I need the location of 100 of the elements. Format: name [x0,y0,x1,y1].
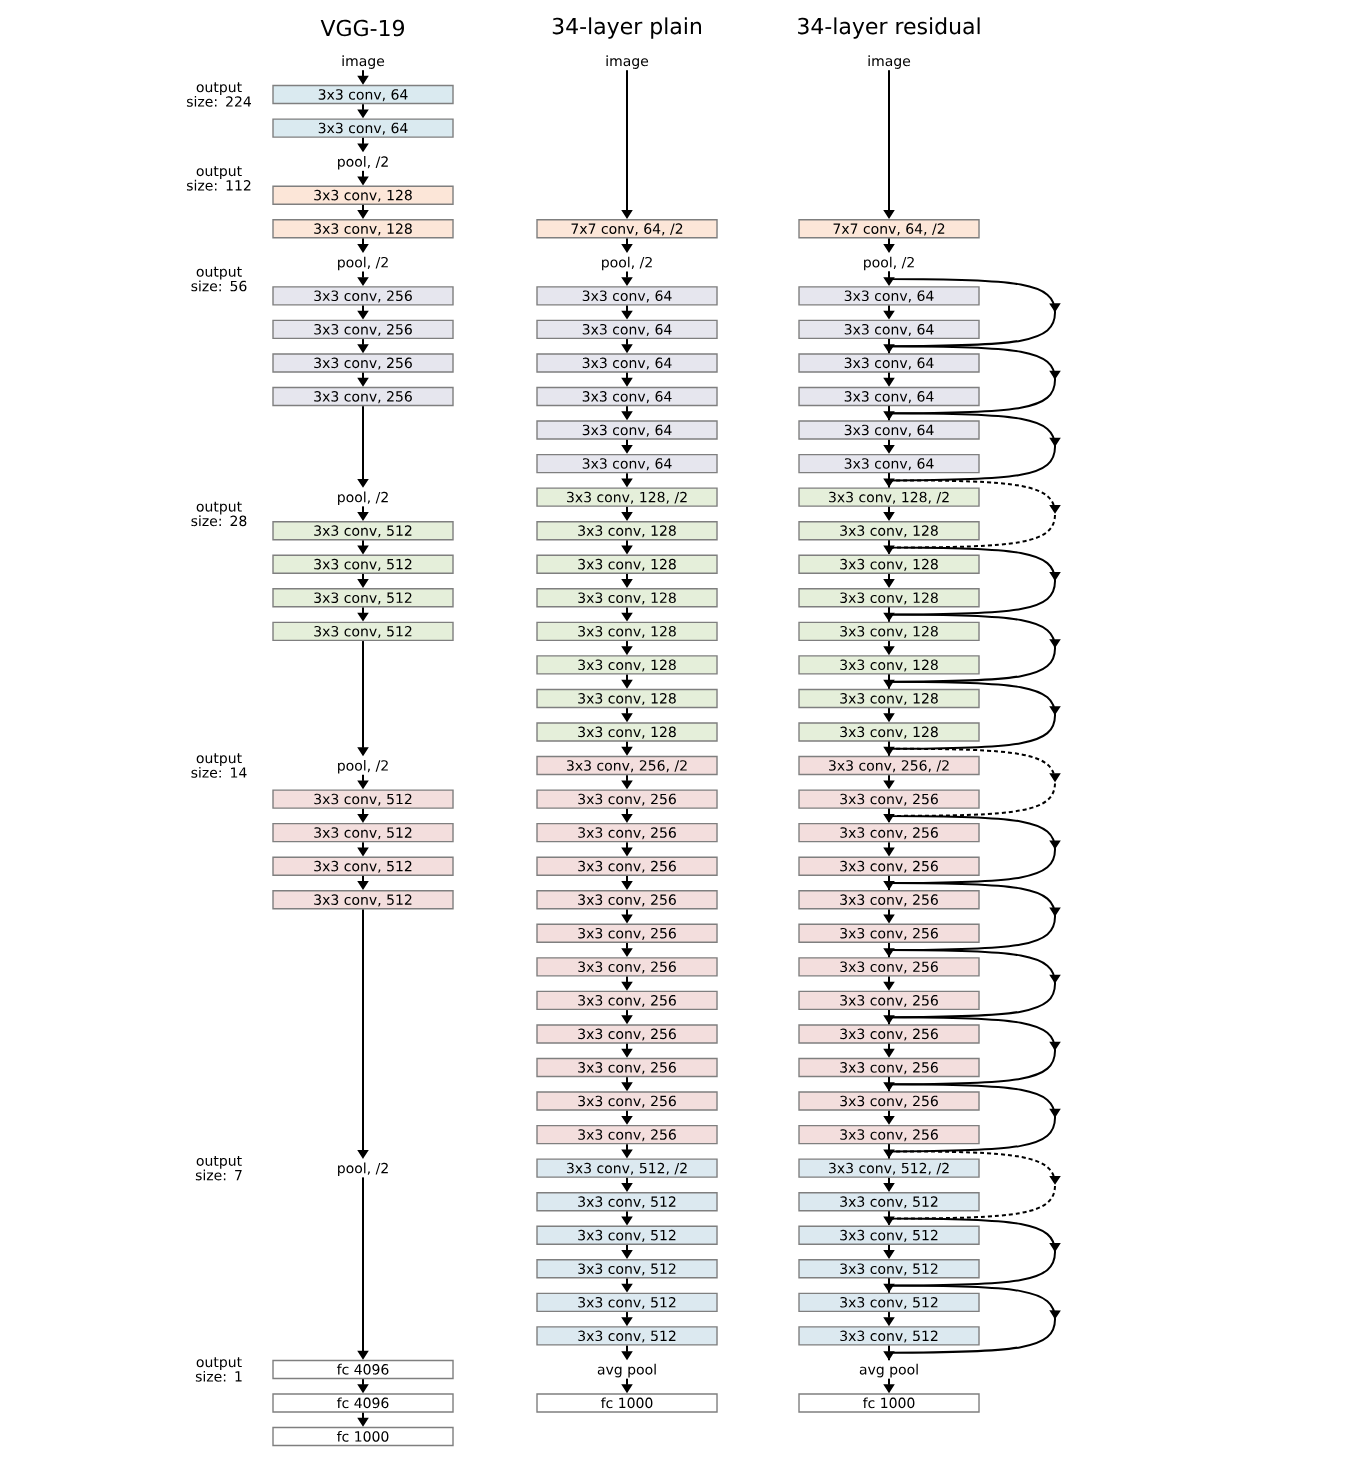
layer-box: 3x3 conv, 256 [798,789,980,809]
shortcut-arrow [888,1076,1061,1160]
layer-box: 3x3 conv, 256 [272,319,454,340]
layer-box: 3x3 conv, 64 [536,286,718,306]
layer-box: 3x3 conv, 128 [798,554,980,574]
size-label: output size: 112 [186,166,251,191]
layer-box: fc 4096 [272,1393,454,1413]
layer-box: 3x3 conv, 512 [798,1292,980,1313]
shortcut-arrow [888,1143,1061,1227]
size-label: output size: 28 [191,501,247,527]
size-label: output size: 1 [195,1357,242,1382]
layer-box: 3x3 conv, 128 [798,655,980,675]
layer-box: 3x3 conv, 256, /2 [798,755,980,776]
layer-box: 7x7 conv, 64, /2 [536,219,718,239]
shortcut-arrow [888,740,1061,824]
layer-box: 3x3 conv, 128 [798,722,980,742]
shortcut-arrow [888,874,1061,959]
layer-box: 3x3 conv, 128 [798,688,980,709]
size-label: output size: 56 [191,266,247,292]
shortcut-arrow [888,270,1061,355]
layer-box: 3x3 conv, 64 [536,386,718,407]
shortcut-arrow [888,1277,1061,1362]
layer-box: 3x3 conv, 256 [536,990,718,1011]
stage-label: pool, /2 [602,256,652,271]
layer-box: 3x3 conv, 256 [798,1024,980,1044]
layer-box: 3x3 conv, 512 [272,588,454,608]
stage-label: image [868,55,911,69]
layer-box: 3x3 conv, 64 [536,420,718,440]
layer-box: 3x3 conv, 256 [798,1057,980,1078]
layer-box: 3x3 conv, 512, /2 [536,1158,718,1178]
stage-label: pool, /2 [338,156,388,170]
layer-box: 3x3 conv, 256 [798,856,980,876]
layer-box: 3x3 conv, 128 [536,554,718,574]
shortcut-arrow [888,1009,1061,1093]
shortcut-arrow [888,539,1061,623]
layer-box: 3x3 conv, 128 [798,521,980,541]
layer-box: 3x3 conv, 256 [798,923,980,943]
layer-box: 3x3 conv, 256 [536,1057,718,1078]
layer-box: 3x3 conv, 256 [272,386,454,407]
layer-box: 3x3 conv, 256 [272,286,454,306]
layer-box: 3x3 conv, 256 [536,923,718,943]
layer-box: 3x3 conv, 64 [272,118,454,138]
layer-box: 3x3 conv, 64 [536,319,718,340]
size-label: output size: 224 [186,82,251,107]
layer-box: 3x3 conv, 64 [798,286,980,306]
stage-label: image [606,55,649,69]
shortcut-arrow [888,405,1061,489]
layer-box: 3x3 conv, 256 [536,957,718,977]
shortcut-arrow [888,673,1061,757]
shortcut-arrow [888,338,1061,422]
layer-box: 3x3 conv, 512 [536,1259,718,1279]
layer-box: 3x3 conv, 64 [536,453,718,474]
stage-label: pool, /2 [864,256,914,271]
layer-box: 3x3 conv, 128, /2 [536,487,718,507]
layer-box: 3x3 conv, 128 [798,621,980,642]
layer-box: 3x3 conv, 128 [536,722,718,742]
layer-box: 3x3 conv, 256 [536,890,718,910]
layer-box: 3x3 conv, 256 [536,1091,718,1111]
layer-box: 3x3 conv, 512 [272,554,454,574]
layer-box: 3x3 conv, 512 [536,1292,718,1313]
layer-box: 3x3 conv, 256 [536,1124,718,1145]
layer-box: 3x3 conv, 512 [536,1225,718,1245]
layer-box: 3x3 conv, 128 [536,688,718,709]
layer-box: 3x3 conv, 512, /2 [798,1158,980,1178]
layer-box: 3x3 conv, 512 [272,521,454,541]
shortcut-arrow [888,942,1061,1026]
layer-box: 3x3 conv, 64 [798,353,980,373]
shortcut-arrow [888,472,1061,556]
size-label: output size: 14 [191,753,247,778]
layer-box: 3x3 conv, 512 [272,856,454,876]
layer-box: 3x3 conv, 512 [272,789,454,809]
shortcut-arrow [888,606,1061,690]
layer-box: 3x3 conv, 128 [798,588,980,608]
layer-box: 3x3 conv, 256 [798,990,980,1011]
size-label: output size: 7 [195,1155,242,1181]
stage-label: pool, /2 [338,1162,388,1177]
layer-box: 3x3 conv, 512 [536,1192,718,1212]
layer-box: 3x3 conv, 128 [536,521,718,541]
layer-box: 3x3 conv, 256, /2 [536,755,718,776]
stage-label: pool, /2 [338,256,388,271]
stage-label: pool, /2 [338,759,388,774]
layer-box: 3x3 conv, 256 [798,957,980,977]
layer-box: 3x3 conv, 128, /2 [798,487,980,507]
stage-label: pool, /2 [338,491,388,506]
layer-box: fc 1000 [798,1393,980,1413]
layer-box: 3x3 conv, 64 [798,319,980,340]
shortcut-arrow [888,1210,1061,1294]
layer-box: 3x3 conv, 512 [272,621,454,642]
layer-box: 3x3 conv, 64 [798,420,980,440]
layer-box: 3x3 conv, 256 [536,822,718,843]
layer-box: 3x3 conv, 256 [536,856,718,876]
layer-box: 3x3 conv, 64 [536,353,718,373]
layer-box: 3x3 conv, 256 [798,822,980,843]
layer-box: 3x3 conv, 128 [536,588,718,608]
layer-box: fc 4096 [272,1359,454,1380]
layer-box: 3x3 conv, 512 [798,1225,980,1245]
shortcut-arrow [888,807,1061,892]
layer-box: 3x3 conv, 256 [536,1024,718,1044]
layer-box: 3x3 conv, 128 [536,621,718,642]
layer-box: 3x3 conv, 128 [536,655,718,675]
